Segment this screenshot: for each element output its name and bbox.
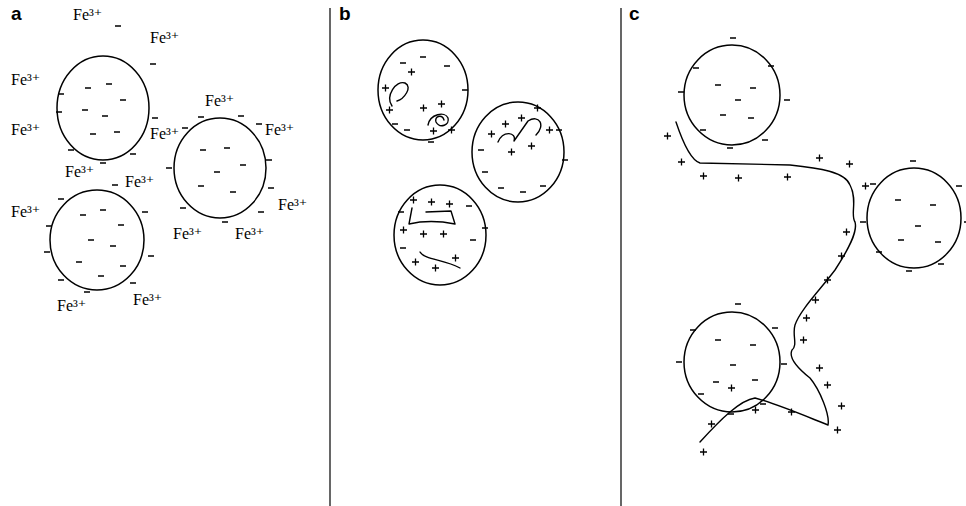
ion-label: Fe³⁺ — [73, 6, 102, 24]
particle-circle — [867, 168, 961, 268]
ion-label: Fe³⁺ — [235, 225, 264, 243]
particle-circle — [378, 40, 468, 140]
particle-circle — [472, 102, 564, 202]
ion-label: Fe³⁺ — [11, 203, 40, 221]
negative-charges — [44, 26, 966, 414]
ion-label: Fe³⁺ — [125, 173, 154, 191]
particle-circle — [57, 56, 149, 160]
ion-label: Fe³⁺ — [173, 225, 202, 243]
particle-circle — [684, 45, 780, 145]
panel-divider — [329, 8, 330, 506]
ion-label: Fe³⁺ — [133, 291, 162, 309]
panel-letter: b — [339, 4, 351, 25]
panel-letter: c — [629, 4, 640, 25]
ion-label: Fe³⁺ — [11, 71, 40, 89]
polymer-chain — [498, 119, 541, 142]
particle-circle — [394, 185, 486, 285]
polymer-chain — [420, 252, 460, 268]
ion-label: Fe³⁺ — [278, 196, 307, 214]
polymer-chain — [428, 114, 448, 125]
positive-charges — [382, 69, 869, 456]
particle-circle — [684, 312, 780, 412]
ion-label: Fe³⁺ — [150, 125, 179, 143]
ion-label: Fe³⁺ — [265, 121, 294, 139]
polymer-chain — [409, 208, 455, 224]
polymer-chain — [390, 83, 408, 106]
ion-label: Fe³⁺ — [205, 92, 234, 110]
particle-circle — [174, 118, 266, 218]
panel-letter: a — [11, 4, 22, 25]
ion-label: Fe³⁺ — [150, 29, 179, 47]
ion-label: Fe³⁺ — [57, 297, 86, 315]
panel-divider — [620, 8, 621, 506]
ion-label: Fe³⁺ — [11, 121, 40, 139]
particle-circle — [50, 190, 144, 290]
ion-label: Fe³⁺ — [65, 163, 94, 181]
